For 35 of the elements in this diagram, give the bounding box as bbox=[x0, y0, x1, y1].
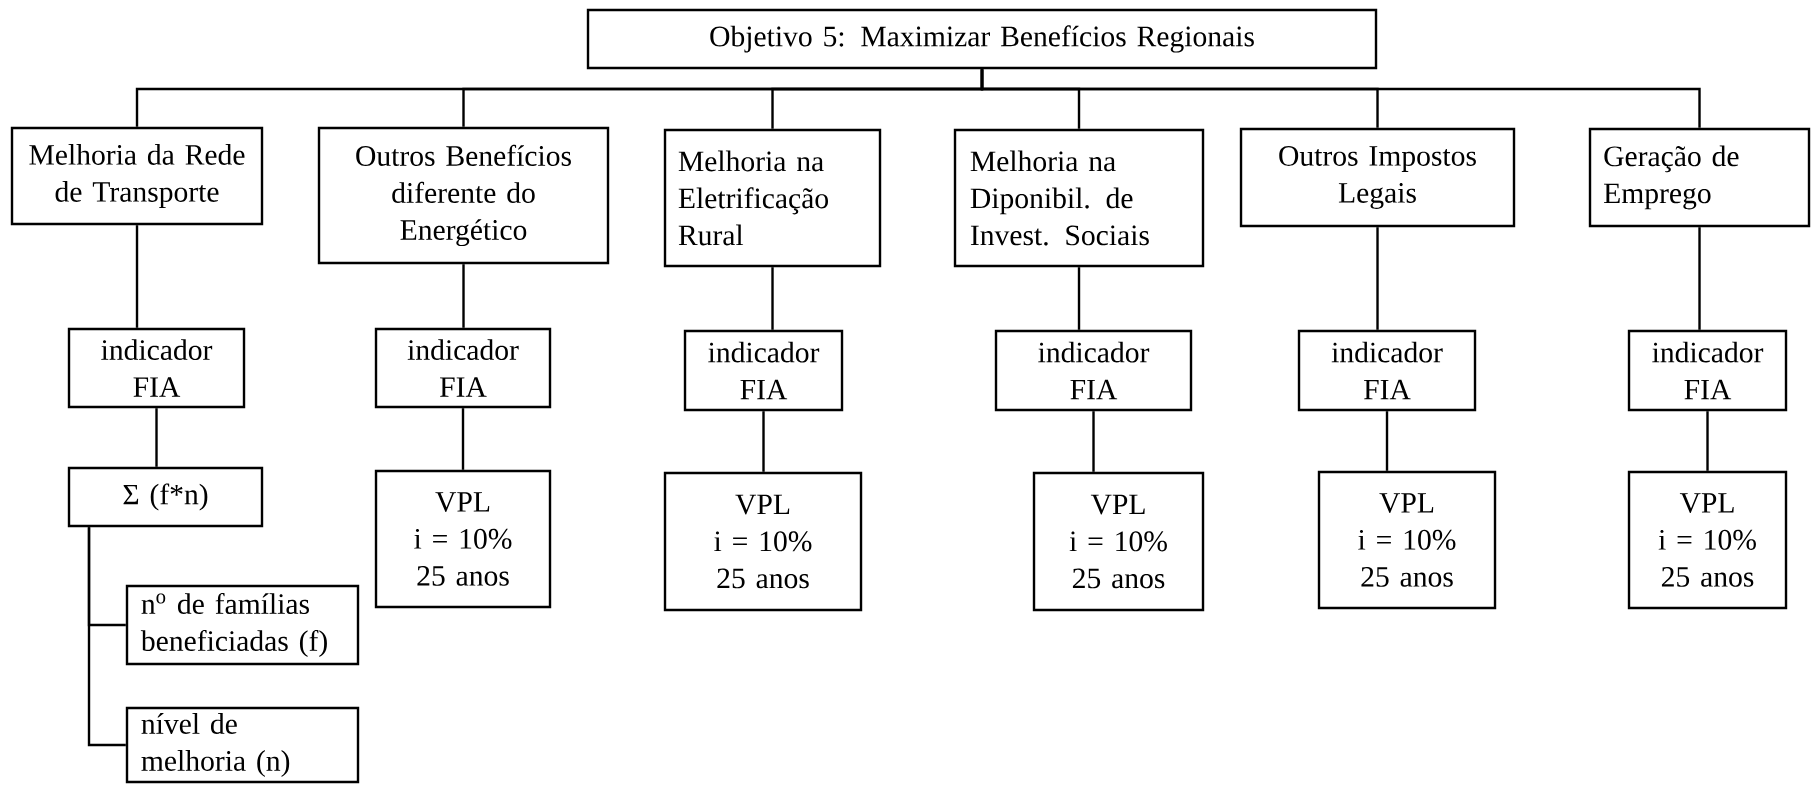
connector-line bbox=[135, 225, 139, 328]
box: indicador FIA bbox=[683, 329, 844, 412]
box: VPL i = 10% 25 anos bbox=[374, 469, 552, 609]
connector-line bbox=[1698, 227, 1701, 330]
connector-line bbox=[461, 408, 465, 470]
box: indicador FIA bbox=[374, 327, 552, 409]
connector-line bbox=[155, 408, 158, 467]
box: indicador FIA bbox=[67, 327, 246, 409]
connector-line bbox=[462, 264, 465, 328]
connector-line bbox=[1706, 411, 1709, 471]
box: Geração de Emprego bbox=[1588, 127, 1811, 228]
box: indicador FIA bbox=[1297, 329, 1477, 412]
box: Melhoria na Eletrificação Rural bbox=[663, 128, 882, 268]
connector-line bbox=[771, 267, 774, 330]
connector-line bbox=[762, 411, 765, 472]
box: nível de melhoria (n) bbox=[125, 706, 360, 784]
connector-line bbox=[87, 527, 126, 747]
connector-line bbox=[980, 69, 1701, 128]
box: Melhoria na Diponibil. de Invest. Sociais bbox=[953, 128, 1205, 268]
box: Σ (f*n) bbox=[67, 466, 264, 528]
box: indicador FIA bbox=[994, 329, 1193, 412]
box: Melhoria da Rede de Transporte bbox=[10, 126, 264, 226]
box: Outros Benefícios diferente do Energético bbox=[317, 126, 610, 265]
connector-line bbox=[1092, 411, 1095, 472]
objective-box: Objetivo 5: Maximizar Benefícios Regionais bbox=[586, 8, 1378, 70]
box: VPL i = 10% 25 anos bbox=[1317, 470, 1497, 610]
box: VPL i = 10% 25 anos bbox=[663, 471, 863, 612]
box: n$^{o}$ de famílias beneficiadas (f) bbox=[125, 584, 360, 666]
box: indicador FIA bbox=[1627, 329, 1788, 412]
connector-line bbox=[1376, 227, 1379, 330]
connector-line bbox=[1385, 411, 1389, 471]
connector-line bbox=[1077, 267, 1081, 330]
box: VPL i = 10% 25 anos bbox=[1627, 470, 1788, 610]
box: Outros Impostos Legais bbox=[1239, 127, 1516, 228]
box: VPL i = 10% 25 anos bbox=[1032, 471, 1205, 612]
